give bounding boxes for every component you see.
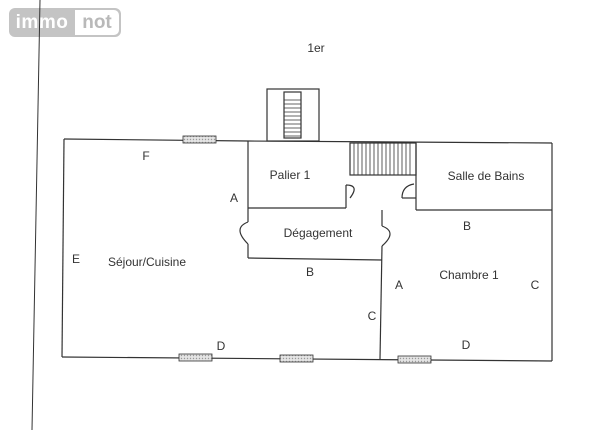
margin-line (31, 0, 41, 430)
logo-part-not: not (75, 10, 119, 35)
stair-1 (283, 91, 302, 139)
chambre-wall-label-d: D (462, 338, 471, 352)
room-sejour-cuisine: Séjour/Cuisine (108, 255, 186, 269)
wall-label-b: B (306, 265, 314, 279)
chambre-wall-label-b: B (463, 219, 471, 233)
floor-label: 1er (307, 41, 324, 55)
room-salle-de-bains: Salle de Bains (448, 169, 525, 183)
room-palier-1: Palier 1 (270, 168, 311, 182)
wall-label-e: E (72, 252, 80, 266)
chambre-wall-label-a: A (395, 278, 403, 292)
stair-tower (266, 88, 320, 142)
logo-part-immo: immo (15, 12, 69, 33)
window-bottom-2 (279, 354, 314, 363)
window-bottom-3 (397, 355, 432, 364)
wall-left (61, 138, 65, 358)
wall-top-sejour (63, 138, 249, 142)
wall-label-c: C (368, 309, 377, 323)
room-degagement: Dégagement (284, 226, 353, 240)
room-chambre-1: Chambre 1 (439, 268, 499, 282)
wall-label-a: A (230, 191, 238, 205)
wall-label-f: F (142, 149, 149, 163)
chambre-wall-label-c: C (531, 278, 540, 292)
stair-2 (349, 142, 417, 176)
immonot-logo: immo not (9, 8, 121, 37)
wall-label-d: D (217, 339, 226, 353)
window-bottom-1 (178, 353, 213, 362)
window-top (182, 135, 217, 144)
